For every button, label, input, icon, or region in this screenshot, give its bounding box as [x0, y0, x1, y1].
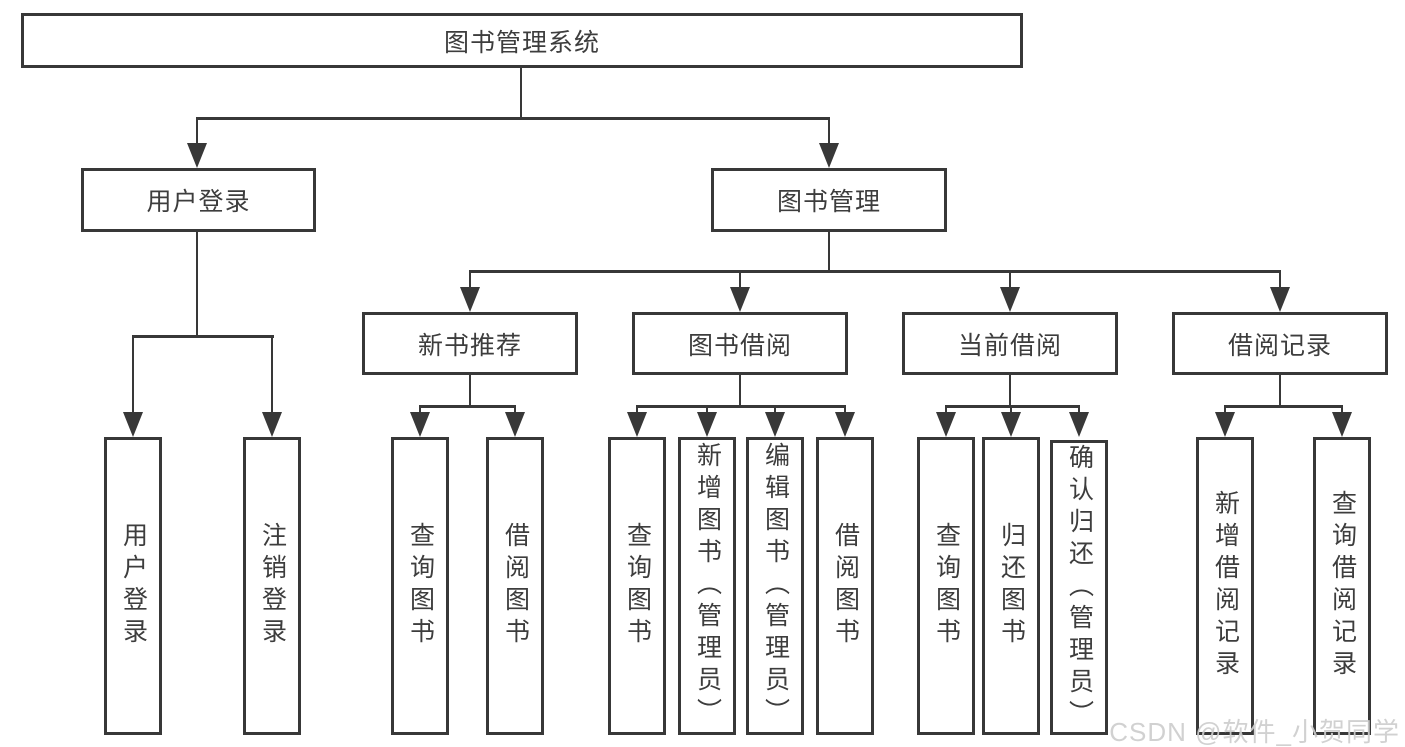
connector-line — [418, 405, 517, 408]
node-current-borrow-label: 当前借阅 — [957, 331, 1062, 360]
leaf-borrow-books-1: 借阅图书 — [486, 437, 544, 735]
leaf-add-borrow-record: 新增借阅记录 — [1196, 437, 1254, 735]
leaf-add-books-admin-label: 新增图书（管理员） — [693, 442, 722, 730]
node-borrow-records-label: 借阅记录 — [1227, 331, 1332, 360]
connector-line — [195, 232, 199, 337]
connector-line — [738, 375, 742, 407]
connector-line — [1278, 270, 1282, 294]
connector-line — [131, 335, 135, 420]
arrowhead-down-icon — [936, 412, 956, 437]
leaf-query-books-1-label: 查询图书 — [406, 522, 435, 650]
arrowhead-down-icon — [627, 412, 647, 437]
leaf-query-books-3-label: 查询图书 — [932, 522, 961, 650]
arrowhead-down-icon — [697, 412, 717, 437]
leaf-query-books-2-label: 查询图书 — [623, 522, 652, 650]
node-new-book-recommend: 新书推荐 — [362, 312, 578, 375]
arrowhead-down-icon — [1069, 412, 1089, 437]
leaf-query-books-1: 查询图书 — [391, 437, 449, 735]
connector-line — [1223, 405, 1344, 408]
connector-line — [827, 232, 831, 272]
arrowhead-down-icon — [819, 143, 839, 168]
connector-line — [195, 117, 199, 150]
node-root: 图书管理系统 — [21, 13, 1023, 68]
leaf-query-borrow-record-label: 查询借阅记录 — [1328, 490, 1357, 682]
leaf-edit-books-admin-label: 编辑图书（管理员） — [761, 442, 790, 730]
connector-line — [519, 68, 523, 119]
arrowhead-down-icon — [1215, 412, 1235, 437]
leaf-query-books-2: 查询图书 — [608, 437, 666, 735]
node-user-login: 用户登录 — [81, 168, 316, 232]
leaf-user-login-label: 用户登录 — [119, 522, 148, 650]
arrowhead-down-icon — [460, 287, 480, 312]
node-book-borrow-label: 图书借阅 — [687, 331, 792, 360]
arrowhead-down-icon — [410, 412, 430, 437]
arrowhead-down-icon — [1332, 412, 1352, 437]
leaf-edit-books-admin: 编辑图书（管理员） — [746, 437, 804, 735]
leaf-borrow-books-2: 借阅图书 — [816, 437, 874, 735]
connector-line — [827, 117, 831, 150]
leaf-user-login: 用户登录 — [104, 437, 162, 735]
node-new-book-recommend-label: 新书推荐 — [417, 331, 522, 360]
arrowhead-down-icon — [765, 412, 785, 437]
leaf-return-books: 归还图书 — [982, 437, 1040, 735]
leaf-logout-label: 注销登录 — [258, 522, 287, 650]
connector-line — [468, 270, 1282, 273]
arrowhead-down-icon — [123, 412, 143, 437]
connector-line — [1008, 375, 1012, 407]
connector-line — [738, 270, 742, 294]
arrowhead-down-icon — [1001, 412, 1021, 437]
connector-line — [468, 375, 472, 407]
leaf-confirm-return-admin-label: 确认归还（管理员） — [1065, 443, 1094, 732]
leaf-return-books-label: 归还图书 — [997, 522, 1026, 650]
arrowhead-down-icon — [187, 143, 207, 168]
arrowhead-down-icon — [835, 412, 855, 437]
connector-line — [270, 335, 274, 420]
leaf-borrow-books-2-label: 借阅图书 — [831, 522, 860, 650]
leaf-add-books-admin: 新增图书（管理员） — [678, 437, 736, 735]
node-current-borrow: 当前借阅 — [902, 312, 1118, 375]
connector-line — [635, 405, 847, 408]
leaf-logout: 注销登录 — [243, 437, 301, 735]
arrowhead-down-icon — [1000, 287, 1020, 312]
node-book-management-label: 图书管理 — [776, 188, 881, 216]
connector-line — [1278, 375, 1282, 407]
connector-line — [1008, 270, 1012, 294]
leaf-add-borrow-record-label: 新增借阅记录 — [1211, 490, 1240, 682]
node-borrow-records: 借阅记录 — [1172, 312, 1388, 375]
arrowhead-down-icon — [730, 287, 750, 312]
arrowhead-down-icon — [505, 412, 525, 437]
node-book-borrow: 图书借阅 — [632, 312, 848, 375]
connector-line — [944, 405, 1081, 408]
connector-line — [468, 270, 472, 294]
arrowhead-down-icon — [1270, 287, 1290, 312]
leaf-confirm-return-admin: 确认归还（管理员） — [1050, 440, 1108, 735]
connector-line — [131, 335, 274, 338]
connector-line — [196, 117, 830, 120]
node-book-management: 图书管理 — [711, 168, 947, 232]
leaf-query-borrow-record: 查询借阅记录 — [1313, 437, 1371, 735]
node-root-label: 图书管理系统 — [443, 28, 600, 57]
node-user-login-label: 用户登录 — [146, 188, 251, 216]
leaf-query-books-3: 查询图书 — [917, 437, 975, 735]
leaf-borrow-books-1-label: 借阅图书 — [501, 522, 530, 650]
arrowhead-down-icon — [262, 412, 282, 437]
csdn-watermark: CSDN @软件_小贺同学 — [1109, 717, 1400, 747]
